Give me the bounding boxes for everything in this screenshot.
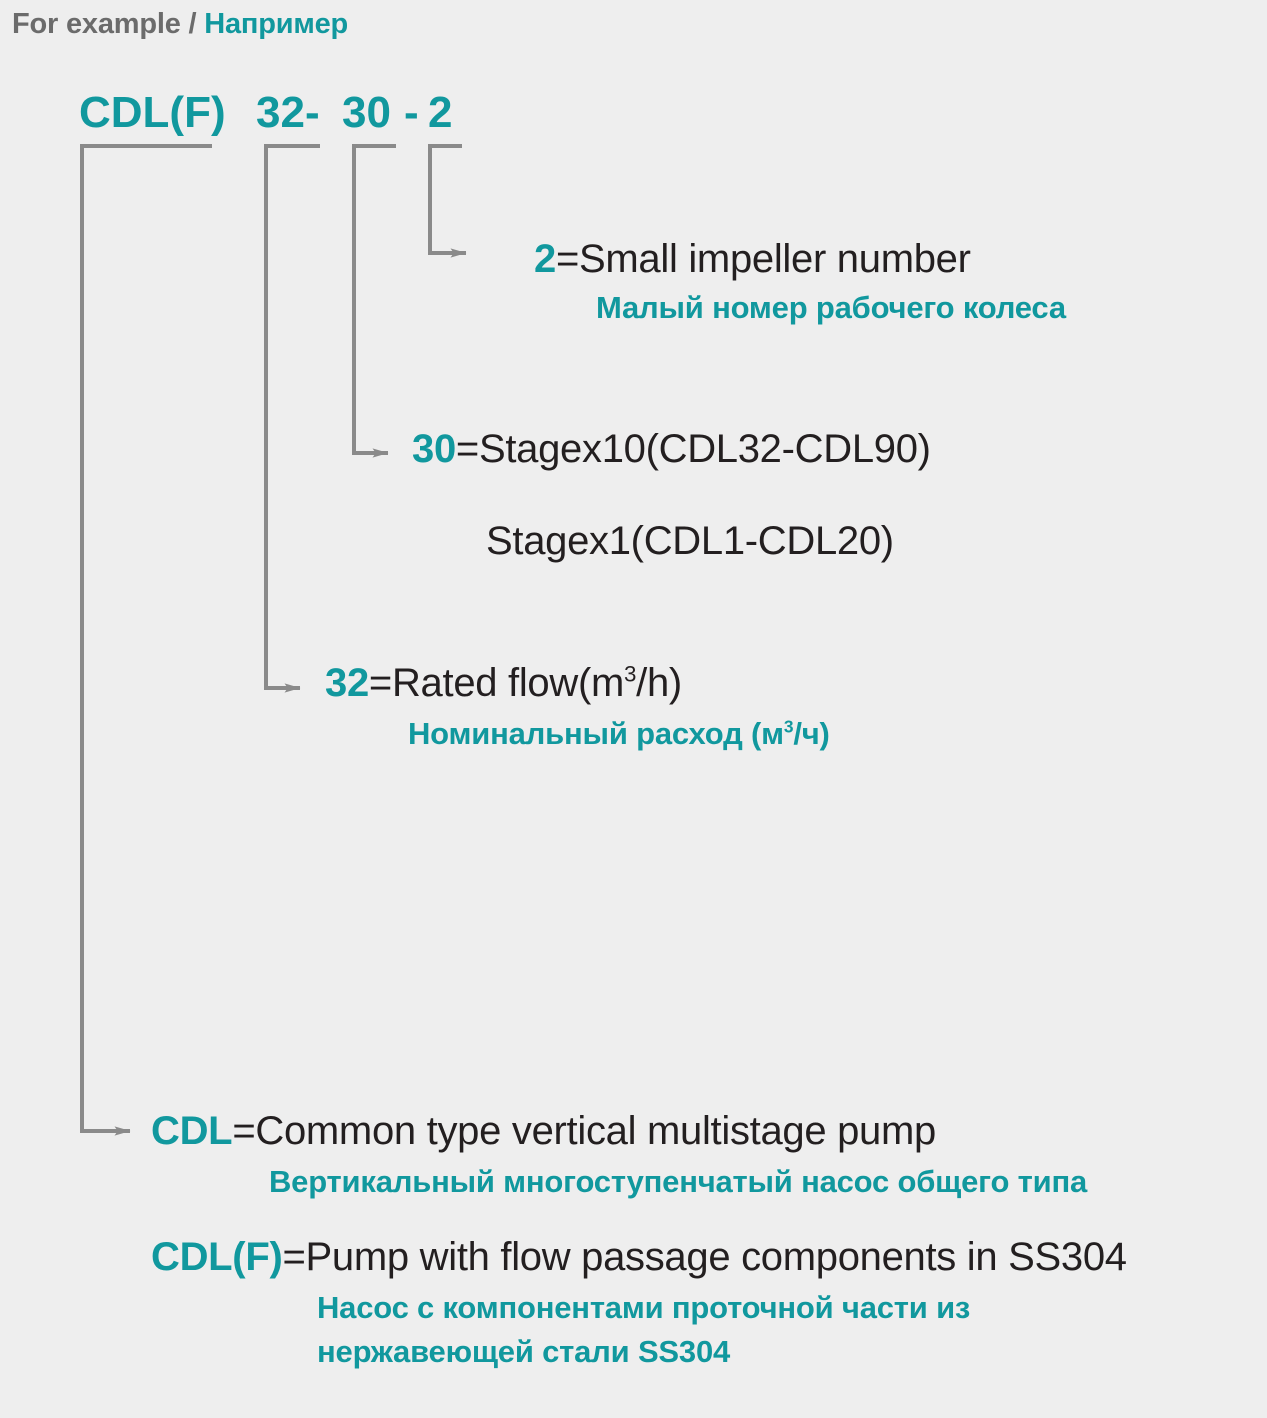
code-segment-flow: 32- [256,88,320,137]
code-segment-impeller: 2 [428,88,453,137]
legend-cdl-code: CDL [151,1109,233,1153]
legend-impeller-russian: Малый номер рабочего колеса [596,290,1066,325]
connector-stage [352,144,396,458]
legend-cdlf-equals: = [282,1235,306,1279]
connector-flow [264,144,320,693]
legend-cdl-main: CDL=Common type vertical multistage pump [151,1109,936,1153]
legend-impeller-equals: = [555,237,580,281]
legend-impeller-english: Small impeller number [579,237,971,281]
legend-flow-code: 32 [325,661,369,705]
legend-cdl-english: Common type vertical multistage pump [255,1109,936,1153]
legend-stage-equals: = [455,427,479,471]
legend-cdlf-russian-line2: нержавеющей стали SS304 [317,1333,731,1369]
legend-cdlf-english: Pump with flow passage components in SS3… [305,1235,1128,1279]
legend-flow-russian-sup: 3 [783,716,794,737]
legend-stage-english: Stagex10(CDL32-CDL90) [478,427,931,471]
legend-flow-english-sup: 3 [624,661,637,687]
legend-impeller-code: 2 [534,237,556,281]
legend-flow: 32=Rated flow(m3/h) Номинальный расход (… [325,662,830,752]
legend-cdl-equals: = [232,1109,256,1153]
legend-flow-russian: Номинальный расход (м3/ч) [408,716,830,752]
code-segment-stage: 30 [342,88,391,137]
legend-cdlf-code: CDL(F) [151,1235,283,1279]
legend-cdl: CDL=Common type vertical multistage pump… [151,1110,1087,1200]
legend-flow-english-post: /h) [636,661,682,705]
legend-impeller-main: 2=Small impeller number [534,237,971,281]
legend-cdlf-main: CDL(F)=Pump with flow passage components… [151,1235,1127,1279]
diagram-title: For example / Например [12,8,348,41]
legend-cdl-russian: Вертикальный многоступенчатый насос обще… [269,1164,1088,1199]
legend-cdlf: CDL(F)=Pump with flow passage components… [151,1236,1127,1369]
diagram-title-separator: / [188,8,197,40]
legend-stage: 30=Stagex10(CDL32-CDL90) Stagex1(CDL1-CD… [412,428,931,562]
legend-impeller: 2=Small impeller number Малый номер рабо… [534,238,1066,326]
code-segment-series: CDL(F) [79,88,226,137]
legend-flow-russian-post: /ч) [793,716,830,751]
diagram-title-english: For example [12,8,181,40]
legend-flow-equals: = [368,661,392,705]
legend-stage-english-line2: Stagex1(CDL1-CDL20) [486,519,894,563]
diagram-title-russian: Например [204,8,349,40]
model-code-line: CDL(F) 32- 30 - 2 [0,88,1267,144]
code-segment-dash: - [404,88,419,137]
legend-stage-code: 30 [412,427,456,471]
connector-series [80,144,212,1136]
legend-flow-english-pre: Rated flow(m [391,661,624,705]
legend-cdlf-russian-line1: Насос с компонентами проточной части из [317,1290,971,1325]
connector-impeller [428,144,467,258]
legend-flow-russian-pre: Номинальный расход (м [408,716,784,751]
legend-flow-main: 32=Rated flow(m3/h) [325,661,682,705]
legend-stage-main: 30=Stagex10(CDL32-CDL90) [412,427,931,471]
